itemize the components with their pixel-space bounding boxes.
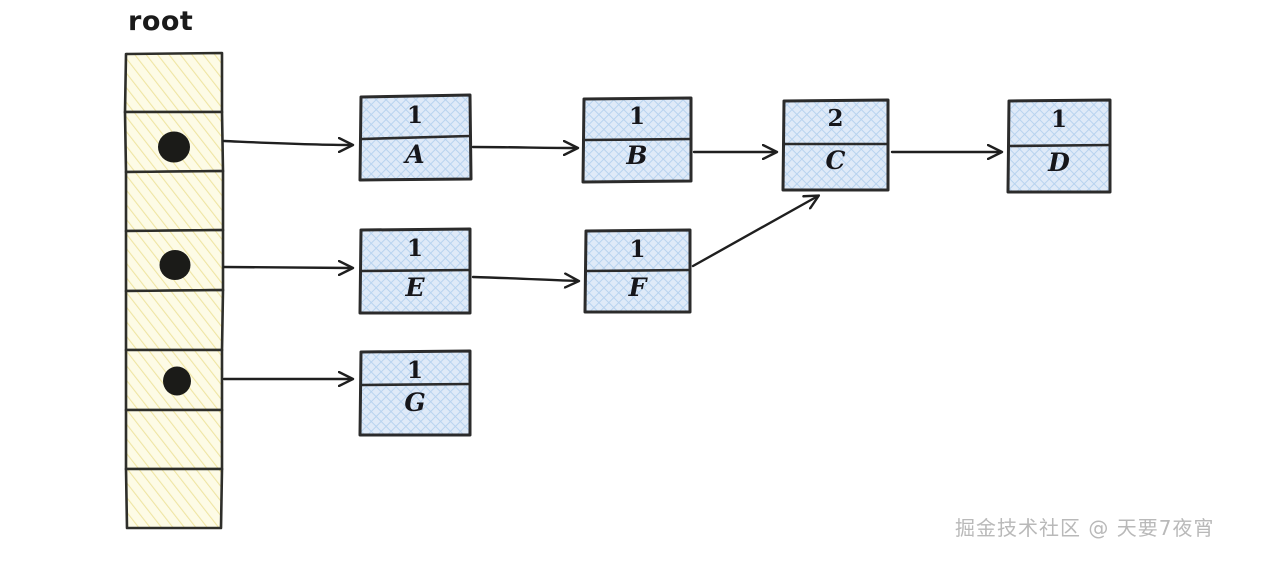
root-array[interactable] xyxy=(123,51,225,530)
node-D[interactable] xyxy=(1006,98,1112,194)
edge-F-to-C xyxy=(691,196,818,268)
pointer-dot-1 xyxy=(158,131,190,163)
array-cell-3[interactable] xyxy=(124,228,225,293)
node-E[interactable] xyxy=(358,227,472,315)
watermark: 掘金技术社区 @ 天要7夜宵 xyxy=(955,516,1215,540)
array-cell-0[interactable] xyxy=(123,51,224,114)
node-F[interactable] xyxy=(583,228,692,314)
node-C[interactable] xyxy=(781,98,890,192)
array-cell-2[interactable] xyxy=(124,169,225,233)
edge-root1-to-A xyxy=(222,141,352,145)
array-cell-1[interactable] xyxy=(123,110,225,174)
array-cell-7[interactable] xyxy=(124,467,224,530)
array-cell-4[interactable] xyxy=(124,288,225,352)
array-cell-5[interactable] xyxy=(124,348,224,412)
edge-root3-to-A xyxy=(222,267,352,268)
array-cell-6[interactable] xyxy=(124,408,224,471)
node-B[interactable] xyxy=(581,96,693,184)
edge-E-to-F xyxy=(471,277,578,281)
node-G[interactable] xyxy=(358,349,472,437)
pointer-dot-3 xyxy=(159,250,191,280)
root-label: root xyxy=(128,6,194,37)
node-A[interactable] xyxy=(358,93,473,182)
edge-A-to-B xyxy=(471,147,577,148)
pointer-dot-5 xyxy=(163,366,191,396)
